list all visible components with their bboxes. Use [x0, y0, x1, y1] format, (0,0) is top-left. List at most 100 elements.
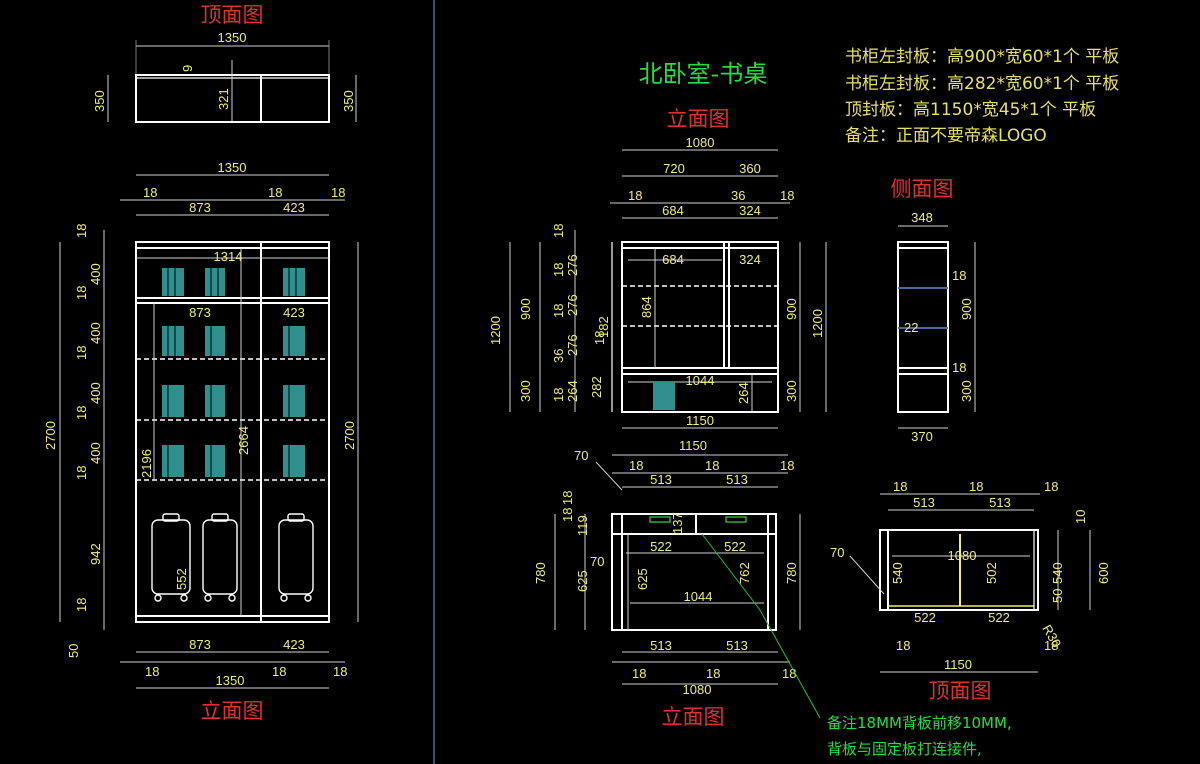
dim-top-width: 1350 [218, 30, 247, 45]
dim-18-d1: 18 [629, 458, 643, 473]
dim-18-d2: 18 [705, 458, 719, 473]
dim-780-left: 780 [533, 562, 548, 584]
desk-cabinet-outline [621, 241, 779, 413]
dim-348: 348 [911, 210, 933, 225]
dim-522-d1: 522 [650, 539, 672, 554]
dim-50: 50 [66, 644, 81, 658]
dim-264-inner: 264 [736, 382, 751, 404]
dim-18-e2: 18 [706, 666, 720, 681]
dim-2196: 2196 [139, 449, 154, 478]
right-elevation-title: 立面图 [667, 107, 730, 131]
dim-18-t2: 18 [969, 479, 983, 494]
dim-18-b2: 18 [272, 664, 286, 679]
dim-2700-right: 2700 [342, 421, 357, 450]
book-row-icon [283, 445, 305, 477]
dim-70-c: 70 [830, 545, 844, 560]
dim-864: 864 [639, 296, 654, 318]
dim-300-side: 300 [959, 380, 974, 402]
dim-1080-top-view: 1080 [948, 548, 977, 563]
dim-182: 182 [596, 316, 611, 338]
dim-873-top: 873 [189, 200, 211, 215]
note-line-4: 备注：正面不要帝森LOGO [845, 126, 1047, 146]
dim-513-t2: 513 [989, 495, 1011, 510]
dim-513-d2: 513 [726, 472, 748, 487]
dim-18-l3: 18 [74, 346, 89, 360]
dim-18-t4: 18 [896, 638, 910, 653]
dim-18-b: 18 [268, 185, 282, 200]
dim-625-inner: 625 [635, 568, 650, 590]
book-row-icon [205, 445, 225, 477]
book-row-icon [283, 268, 305, 296]
desk-elevation-outline [611, 513, 777, 631]
dim-1150-cab: 1150 [686, 413, 714, 428]
dim-18-r1: 18 [628, 188, 642, 203]
dim-942: 942 [88, 543, 103, 565]
desk-elevation-title: 立面图 [662, 705, 725, 729]
dim-18-t5: 18 [1044, 638, 1058, 653]
book-row-icon [205, 268, 225, 296]
dim-1080-top: 1080 [686, 135, 715, 150]
dim-1200-left: 1200 [488, 316, 503, 345]
dim-18-c4: 18 [551, 388, 566, 402]
book-row-icon [283, 326, 305, 356]
dim-top-321: 321 [216, 88, 231, 110]
left-top-view-title: 顶面图 [201, 3, 264, 27]
dim-70-a: 70 [574, 448, 588, 463]
dim-elev-width-top: 1350 [218, 160, 247, 175]
dim-18-l4: 18 [74, 406, 89, 420]
dim-18-c1: 18 [551, 224, 566, 238]
dim-18-l1: 18 [74, 224, 89, 238]
dim-625-left: 625 [575, 570, 590, 592]
dim-18-c3: 18 [551, 304, 566, 318]
drawer-handle-left [649, 516, 671, 523]
dim-522-t2: 522 [988, 610, 1010, 625]
dim-1044-cab: 1044 [686, 373, 715, 388]
dim-18-e3: 18 [782, 666, 796, 681]
book-row-icon [205, 385, 225, 417]
book-row-icon [162, 268, 184, 296]
dim-900-right: 900 [784, 298, 799, 320]
dim-18-b3: 18 [333, 664, 347, 679]
left-elevation-title: 立面图 [201, 699, 264, 723]
dim-top-350-left: 350 [92, 90, 107, 112]
dim-18-r2: 18 [780, 188, 794, 203]
dim-1150-desk-top: 1150 [679, 438, 707, 453]
dim-400-l3: 400 [88, 382, 103, 404]
note-line-2: 书柜左封板：高282*宽60*1个 平板 [845, 74, 1119, 94]
book-rows [162, 268, 305, 477]
dim-2664: 2664 [236, 426, 251, 455]
dim-1044-desk: 1044 [684, 589, 713, 604]
dim-70-b: 70 [590, 554, 604, 569]
dim-18-l2: 18 [74, 286, 89, 300]
dim-370: 370 [911, 429, 933, 444]
book-row-icon [283, 385, 305, 417]
dim-552: 552 [174, 568, 189, 590]
dim-276-c3: 276 [565, 334, 580, 356]
dim-423-bottom: 423 [283, 637, 305, 652]
dim-522-d2: 522 [724, 539, 746, 554]
dim-264-c: 264 [565, 380, 580, 402]
dim-360: 360 [739, 161, 761, 176]
dim-18-t3: 18 [1044, 479, 1058, 494]
dim-513-d1: 513 [650, 472, 672, 487]
dim-1080-desk: 1080 [683, 682, 712, 697]
dim-522-t1: 522 [914, 610, 936, 625]
drawer-handle-right [725, 516, 747, 523]
dim-540-right: 540 [1050, 562, 1065, 584]
dim-137: 137 [670, 512, 685, 534]
left-stack-dims: 18 400 18 400 18 400 18 400 18 942 18 50 [66, 224, 103, 658]
dim-119: 119 [575, 515, 590, 536]
dim-50-r: 50 [1050, 589, 1065, 603]
dim-600: 600 [1096, 562, 1111, 584]
dim-400-l1: 400 [88, 263, 103, 285]
dim-400-l4: 400 [88, 442, 103, 464]
dim-1200-right: 1200 [810, 309, 825, 338]
dim-18-l5: 18 [74, 466, 89, 480]
dim-400-l2: 400 [88, 322, 103, 344]
dim-18-b1: 18 [145, 664, 159, 679]
dim-300-left: 300 [518, 380, 533, 402]
dim-720: 720 [663, 161, 685, 176]
book-row-icon [162, 326, 184, 356]
dim-18-v1: 18 [560, 491, 575, 505]
dim-18-c5: 18 [592, 331, 607, 345]
